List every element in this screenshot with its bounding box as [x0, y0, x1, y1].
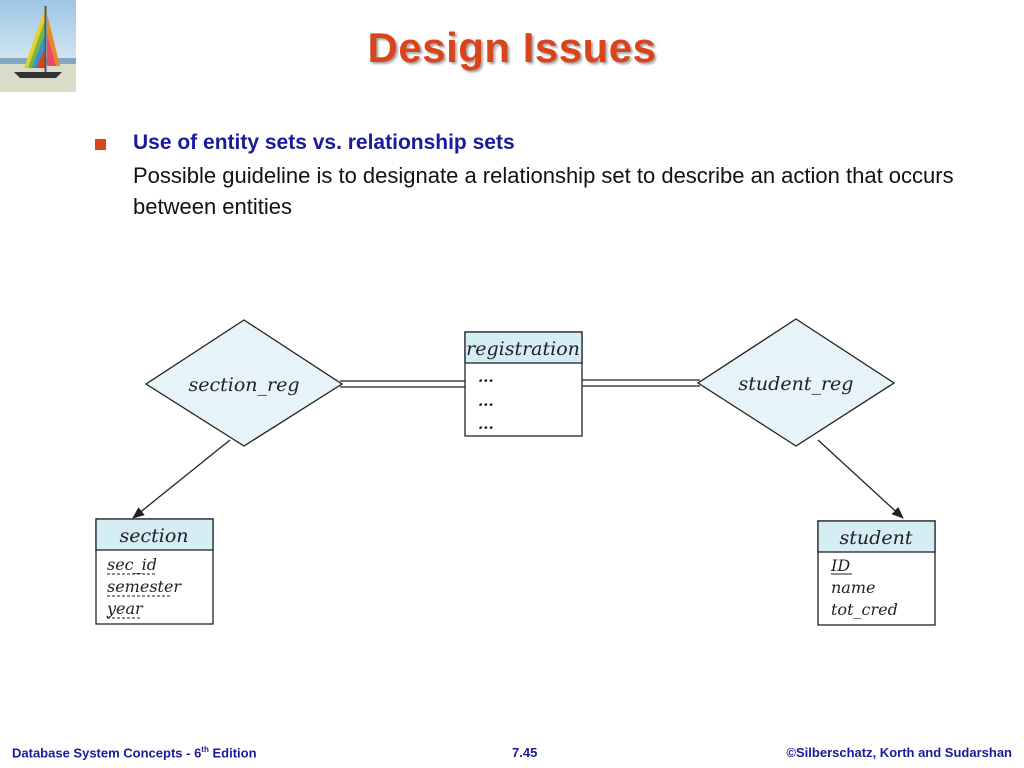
footer-copyright: ©Silberschatz, Korth and Sudarshan [786, 745, 1012, 760]
footer-book-title-prefix: Database System Concepts - 6 [12, 745, 202, 761]
attribute-sec-id: sec_id [107, 555, 157, 574]
arrow-student-reg-to-student [817, 439, 904, 519]
er-diagram: section_reg student_reg registration ...… [95, 318, 936, 626]
bullet-heading: Use of entity sets vs. relationship sets [133, 131, 515, 154]
sailboat-logo [0, 0, 76, 92]
bullet-marker [95, 139, 106, 150]
entity-registration: registration ... ... ... [464, 331, 583, 437]
slide-title: Design Issues [367, 24, 657, 71]
attribute: ... [478, 392, 494, 410]
relationship-label: student_reg [739, 373, 854, 395]
attribute-tot-cred: tot_cred [831, 600, 898, 619]
double-line-registration-student-reg [582, 379, 700, 387]
footer-book-title: Database System Concepts - 6th Edition [12, 745, 257, 760]
relationship-label: section_reg [188, 374, 299, 396]
relationship-section-reg: section_reg [144, 319, 344, 447]
attribute: ... [478, 415, 494, 433]
attribute-year: year [106, 599, 144, 618]
attribute-semester: semester [107, 577, 182, 596]
footer-book-title-suffix: Edition [208, 745, 257, 761]
footer-slide-number: 7.45 [512, 745, 538, 760]
entity-section: section sec_id semester year [95, 518, 214, 625]
entity-label: registration [466, 338, 580, 360]
attribute: ... [478, 368, 494, 386]
entity-label: section [119, 525, 188, 547]
entity-label: student [840, 527, 913, 549]
relationship-student-reg: student_reg [696, 318, 896, 447]
bullet-body: Possible guideline is to designate a rel… [133, 163, 954, 219]
entity-student: student ID name tot_cred [817, 520, 936, 626]
arrow-section-reg-to-section [132, 439, 231, 519]
attribute-name: name [831, 578, 875, 597]
footer-book-title-sup: th [201, 745, 209, 754]
attribute-id: ID [830, 556, 850, 575]
double-line-section-reg-registration [340, 380, 465, 388]
